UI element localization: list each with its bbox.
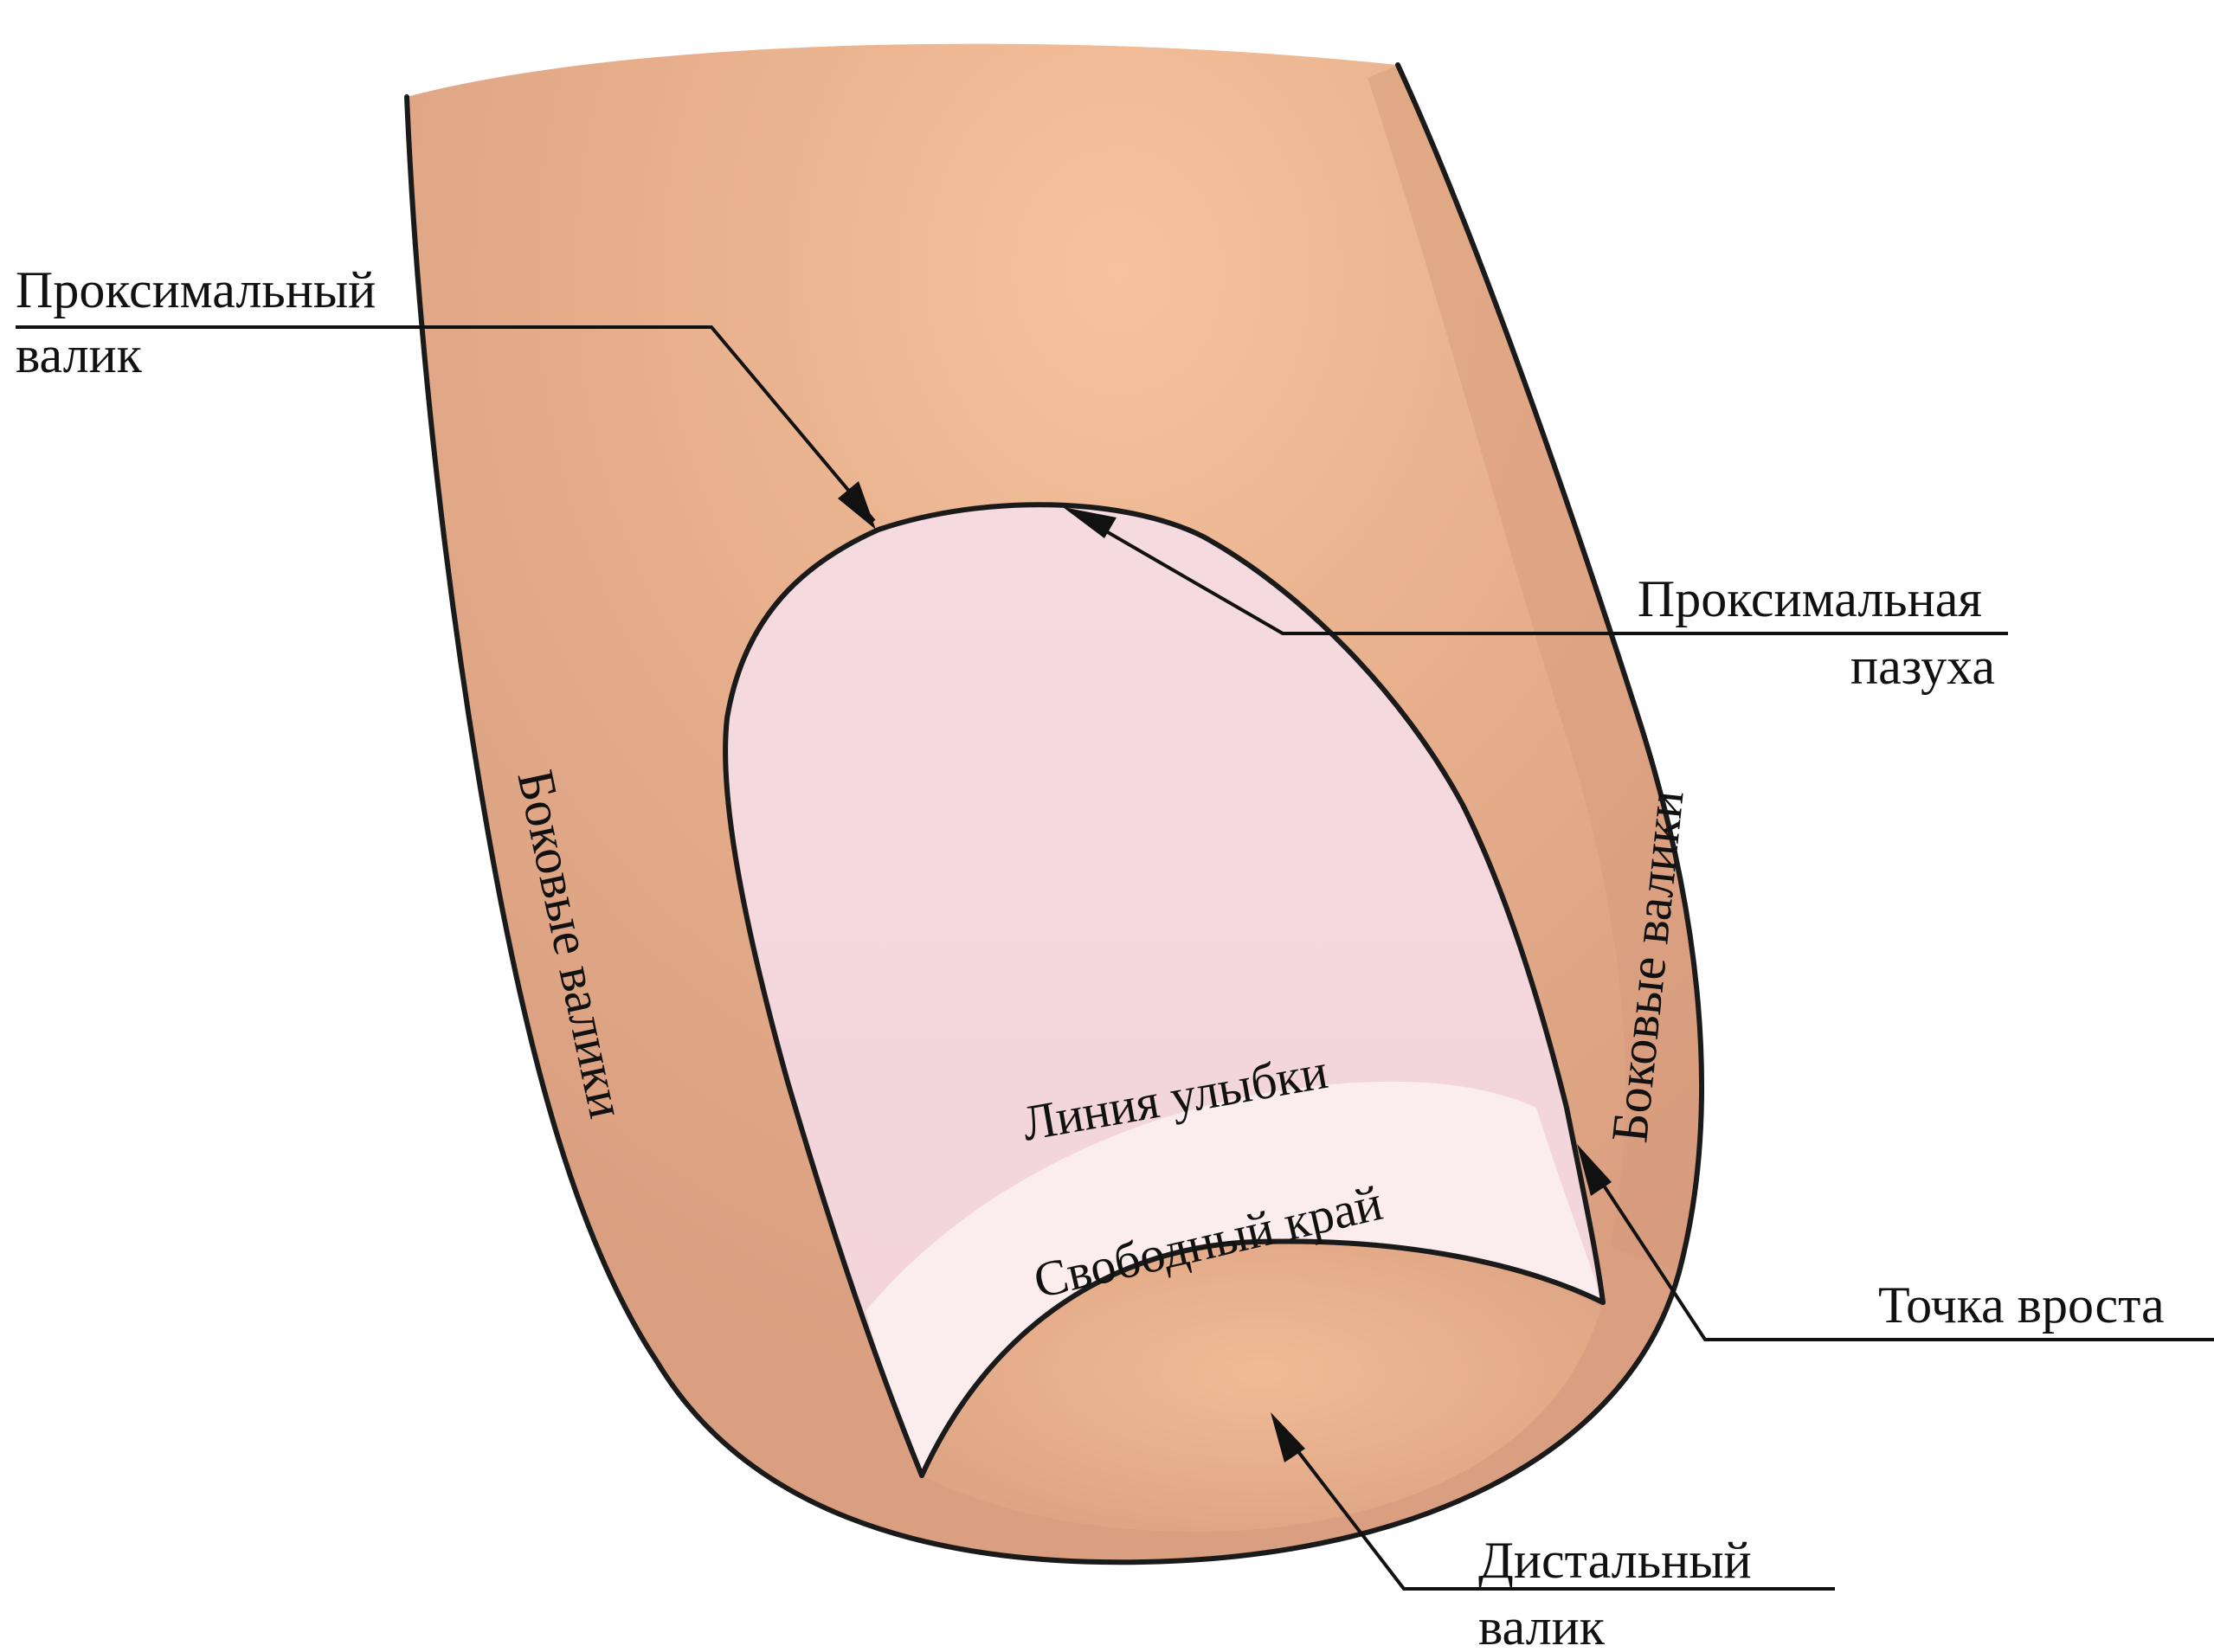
label-distal-fold: Дистальный валик [1478, 1532, 1765, 1652]
label-hyponychium-point: Точка вроста [1878, 1276, 2165, 1334]
label-proximal-fold: Проксимальный валик [16, 261, 389, 383]
